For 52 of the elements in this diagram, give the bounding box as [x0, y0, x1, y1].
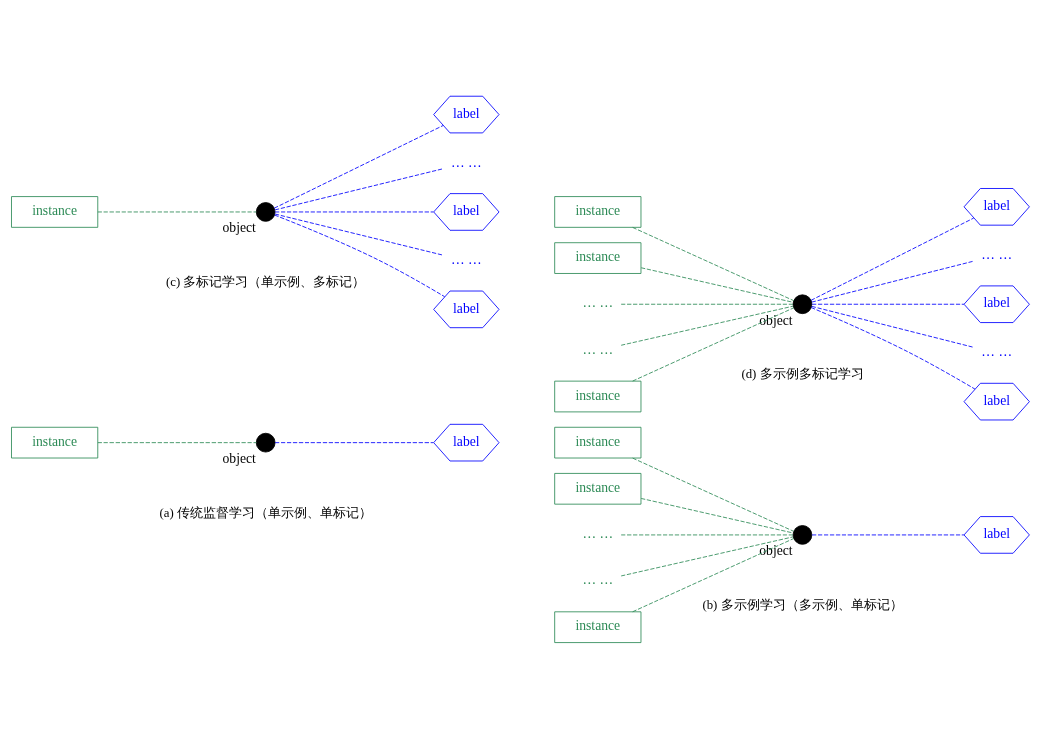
node-box: instance	[11, 426, 99, 458]
connector	[273, 124, 444, 209]
connector	[640, 266, 794, 303]
node-circle	[255, 201, 276, 222]
connector	[274, 441, 434, 443]
connector	[632, 537, 795, 612]
connector	[620, 535, 794, 576]
connector	[640, 497, 794, 533]
connector	[274, 167, 444, 210]
node-text: … …	[582, 571, 614, 587]
connector	[274, 213, 444, 256]
node-text: … …	[450, 154, 482, 169]
node-label: object	[759, 542, 793, 558]
connector	[632, 226, 795, 301]
node-box: instance	[11, 195, 99, 228]
connector	[810, 217, 975, 301]
connector	[632, 306, 795, 381]
node-label: object	[222, 219, 256, 235]
label: (d) 多示例多标记学习	[741, 366, 864, 381]
node-text: … …	[582, 341, 614, 357]
connector	[810, 306, 976, 390]
connector	[97, 211, 257, 212]
node-text: … …	[582, 294, 614, 310]
node-circle	[792, 293, 813, 314]
connector	[632, 457, 795, 532]
connector	[811, 303, 965, 305]
node-box: instance	[554, 195, 642, 228]
node-box: instance	[554, 426, 642, 458]
connector	[811, 305, 974, 348]
label: (a) 传统监督学习（单示例、单标记）	[159, 505, 372, 520]
connector	[620, 534, 794, 535]
node-text: … …	[450, 251, 482, 267]
connector	[620, 303, 794, 305]
node-text: … …	[981, 343, 1013, 359]
label: (c) 多标记学习（单示例、多标记）	[165, 274, 366, 289]
node-box: instance	[554, 241, 642, 274]
label: (b) 多示例学习（多示例、单标记）	[702, 597, 903, 612]
node-box: instance	[554, 610, 642, 643]
node-box: instance	[554, 472, 642, 505]
connector	[274, 211, 434, 212]
node-text: … …	[981, 246, 1013, 262]
node-label: object	[759, 312, 793, 328]
connector	[97, 441, 257, 443]
connector	[811, 534, 965, 535]
connector	[274, 214, 446, 297]
node-label: object	[222, 450, 256, 466]
node-box: instance	[554, 380, 642, 412]
connector	[811, 260, 974, 302]
node-circle	[255, 432, 276, 452]
node-text: … …	[582, 525, 614, 541]
connector	[620, 305, 794, 346]
node-circle	[792, 524, 813, 545]
